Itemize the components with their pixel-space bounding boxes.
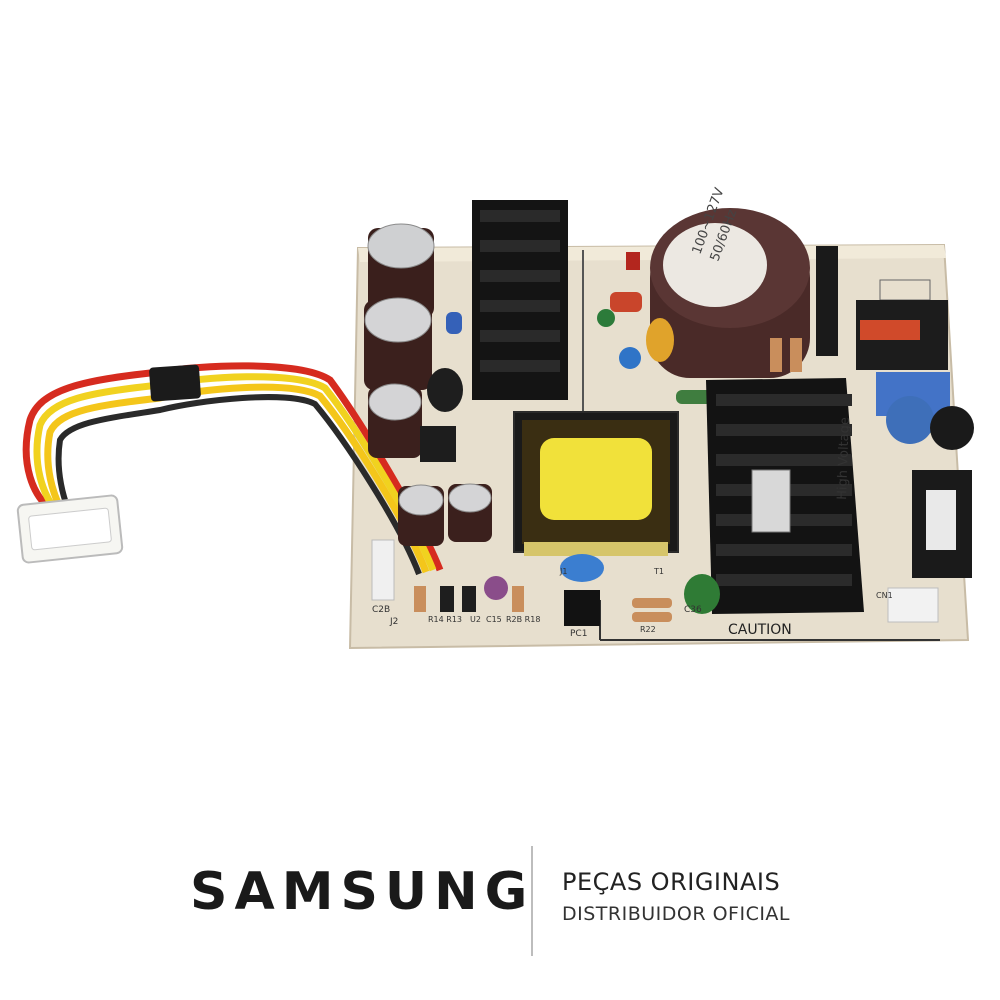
- footer-title: PEÇAS ORIGINAIS: [562, 868, 781, 896]
- heatsink-left: [472, 200, 568, 400]
- r14-label: R14 R13: [428, 615, 462, 624]
- cn1-label: CN1: [876, 591, 893, 600]
- c15-label: C15: [486, 615, 502, 624]
- capacitors-left: [364, 223, 492, 546]
- j2-label: J2: [389, 617, 398, 627]
- footer-subtitle: DISTRIBUIDOR OFICIAL: [562, 903, 791, 925]
- heatsink-right: [706, 378, 864, 614]
- power-board-photo: 100~127V 50/60Hz: [16, 186, 974, 650]
- transformer: [513, 411, 679, 556]
- bulk-capacitor: 100~127V 50/60Hz: [650, 186, 810, 378]
- samsung-logo: SAMSUNG: [190, 862, 535, 922]
- c36-label: C36: [684, 605, 702, 615]
- c2b-label: C2B: [372, 605, 390, 615]
- r22-label: R22: [640, 625, 656, 634]
- pc1-label: PC1: [570, 629, 587, 639]
- j1-label: J1: [559, 567, 567, 576]
- high-voltage-label: High Voltage: [835, 417, 853, 500]
- u2-label: U2: [470, 615, 481, 624]
- footer-divider: [531, 846, 533, 956]
- r2b-label: R2B R18: [506, 615, 540, 624]
- t1-label: T1: [653, 567, 664, 576]
- caution-label: CAUTION: [728, 622, 792, 638]
